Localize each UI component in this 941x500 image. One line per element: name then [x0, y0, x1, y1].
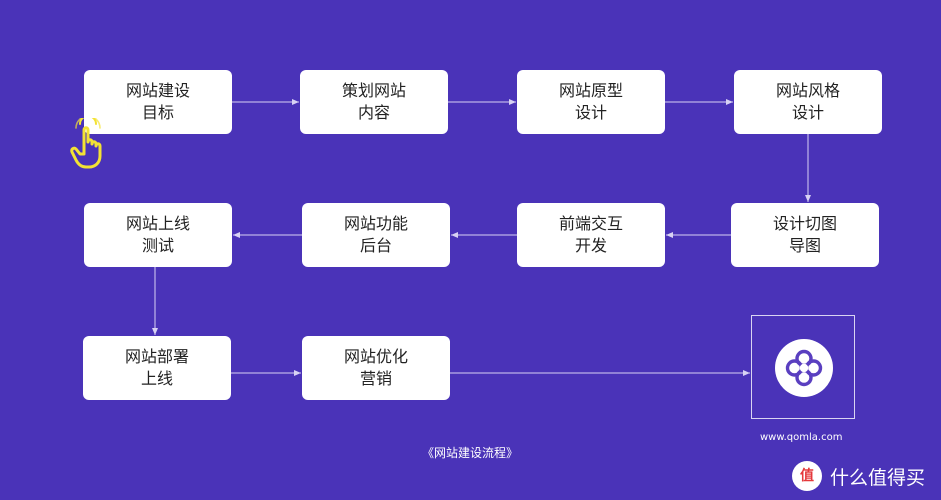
- node-label: 网站建设 目标: [125, 81, 190, 122]
- node-marketing[interactable]: 网站优化 营销: [302, 336, 450, 400]
- node-label: 网站上线 测试: [125, 214, 190, 255]
- watermark-logo-icon: 值: [792, 461, 822, 491]
- node-backend[interactable]: 网站功能 后台: [302, 203, 450, 267]
- node-deploy[interactable]: 网站部署 上线: [83, 336, 231, 400]
- clover-logo-icon: [785, 349, 823, 387]
- node-label: 网站原型 设计: [558, 81, 623, 122]
- node-style-design[interactable]: 网站风格 设计: [734, 70, 882, 134]
- watermark: 值 什么值得买: [792, 460, 925, 492]
- node-label: 网站优化 营销: [343, 347, 408, 388]
- hand-pointer-icon: [70, 118, 102, 169]
- node-label: 策划网站 内容: [341, 81, 406, 122]
- node-label: 网站部署 上线: [124, 347, 189, 388]
- node-testing[interactable]: 网站上线 测试: [84, 203, 232, 267]
- node-goal[interactable]: 网站建设 目标: [84, 70, 232, 134]
- node-label: 网站风格 设计: [775, 81, 840, 122]
- node-plan-content[interactable]: 策划网站 内容: [300, 70, 448, 134]
- node-label: 设计切图 导图: [772, 214, 837, 255]
- watermark-text: 什么值得买: [830, 466, 926, 489]
- figure-caption: 《网站建设流程》: [422, 446, 519, 460]
- node-label: 前端交互 开发: [558, 214, 623, 255]
- node-prototype[interactable]: 网站原型 设计: [517, 70, 665, 134]
- website-url[interactable]: www.qomla.com: [760, 432, 843, 443]
- watermark-badge-text: 值: [800, 468, 814, 484]
- logo-badge: [775, 339, 833, 397]
- node-label: 网站功能 后台: [343, 214, 408, 255]
- node-slicing[interactable]: 设计切图 导图: [731, 203, 879, 267]
- logo-frame: [751, 315, 855, 419]
- node-frontend[interactable]: 前端交互 开发: [517, 203, 665, 267]
